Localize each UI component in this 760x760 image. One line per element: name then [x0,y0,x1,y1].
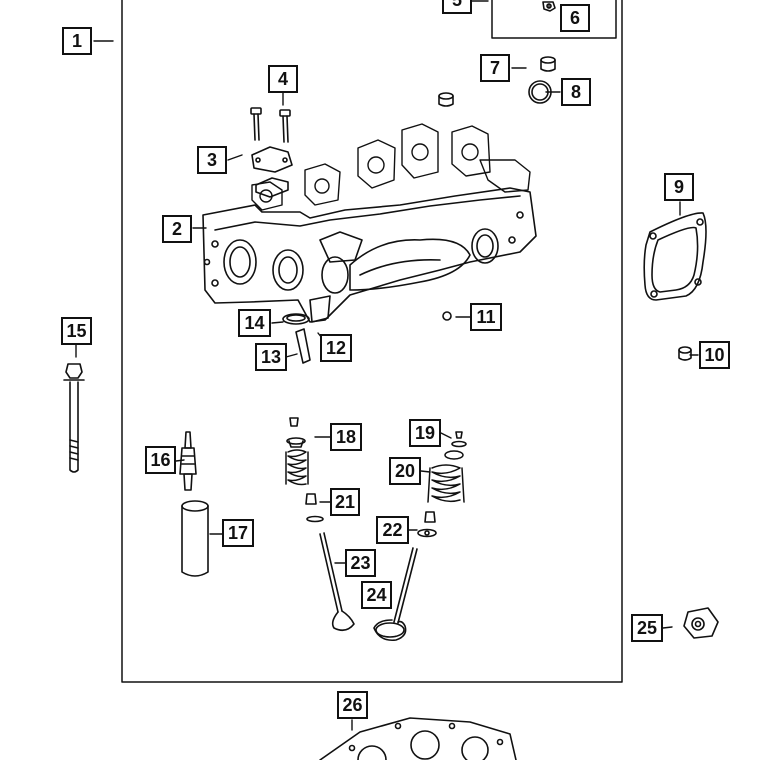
cover-gasket [643,212,707,301]
exhaust-valve [373,547,418,642]
callout-4: 4 [268,65,298,93]
assembly-frame [121,0,623,683]
callout-15: 15 [61,317,92,345]
callout-12: 12 [320,334,352,362]
callout-21: 21 [330,488,360,516]
callout-22: 22 [376,516,409,544]
spark-plug-tube [181,500,209,577]
callout-5: 5 [442,0,472,14]
callout-14: 14 [238,309,271,337]
callout-23: 23 [345,549,376,577]
cylinder-head [202,123,537,323]
camshaft-caps [251,146,293,198]
callout-9: 9 [664,173,694,201]
callout-1: 1 [62,27,92,55]
callout-19: 19 [409,419,441,447]
callout-2: 2 [162,215,192,243]
valve-guide-and-seal [282,313,311,364]
expansion-plug [528,80,552,104]
callout-6: 6 [560,4,590,32]
callout-13: 13 [255,343,287,371]
callout-20: 20 [389,457,421,485]
spark-plug [179,431,197,491]
callout-16: 16 [145,446,176,474]
head-gasket [319,717,517,760]
valve-retainers [286,417,467,448]
intake-valve [319,532,355,632]
stem-seals-washers [305,493,437,538]
callout-8: 8 [561,78,591,106]
cam-cap-bolts [250,107,291,143]
callout-26: 26 [337,691,368,719]
valve-springs [285,449,465,503]
inset-frame [491,0,617,39]
check-ball [442,311,452,321]
callout-17: 17 [222,519,254,547]
callout-11: 11 [470,303,502,331]
callout-24: 24 [361,581,392,609]
callout-7: 7 [480,54,510,82]
small-plug [678,346,692,361]
callout-10: 10 [699,341,730,369]
inset-hardware [542,1,556,12]
callout-18: 18 [330,423,362,451]
cup-plugs [438,56,556,107]
callout-25: 25 [631,614,663,642]
drain-plug [683,607,719,639]
callout-3: 3 [197,146,227,174]
head-bolt [63,363,85,473]
